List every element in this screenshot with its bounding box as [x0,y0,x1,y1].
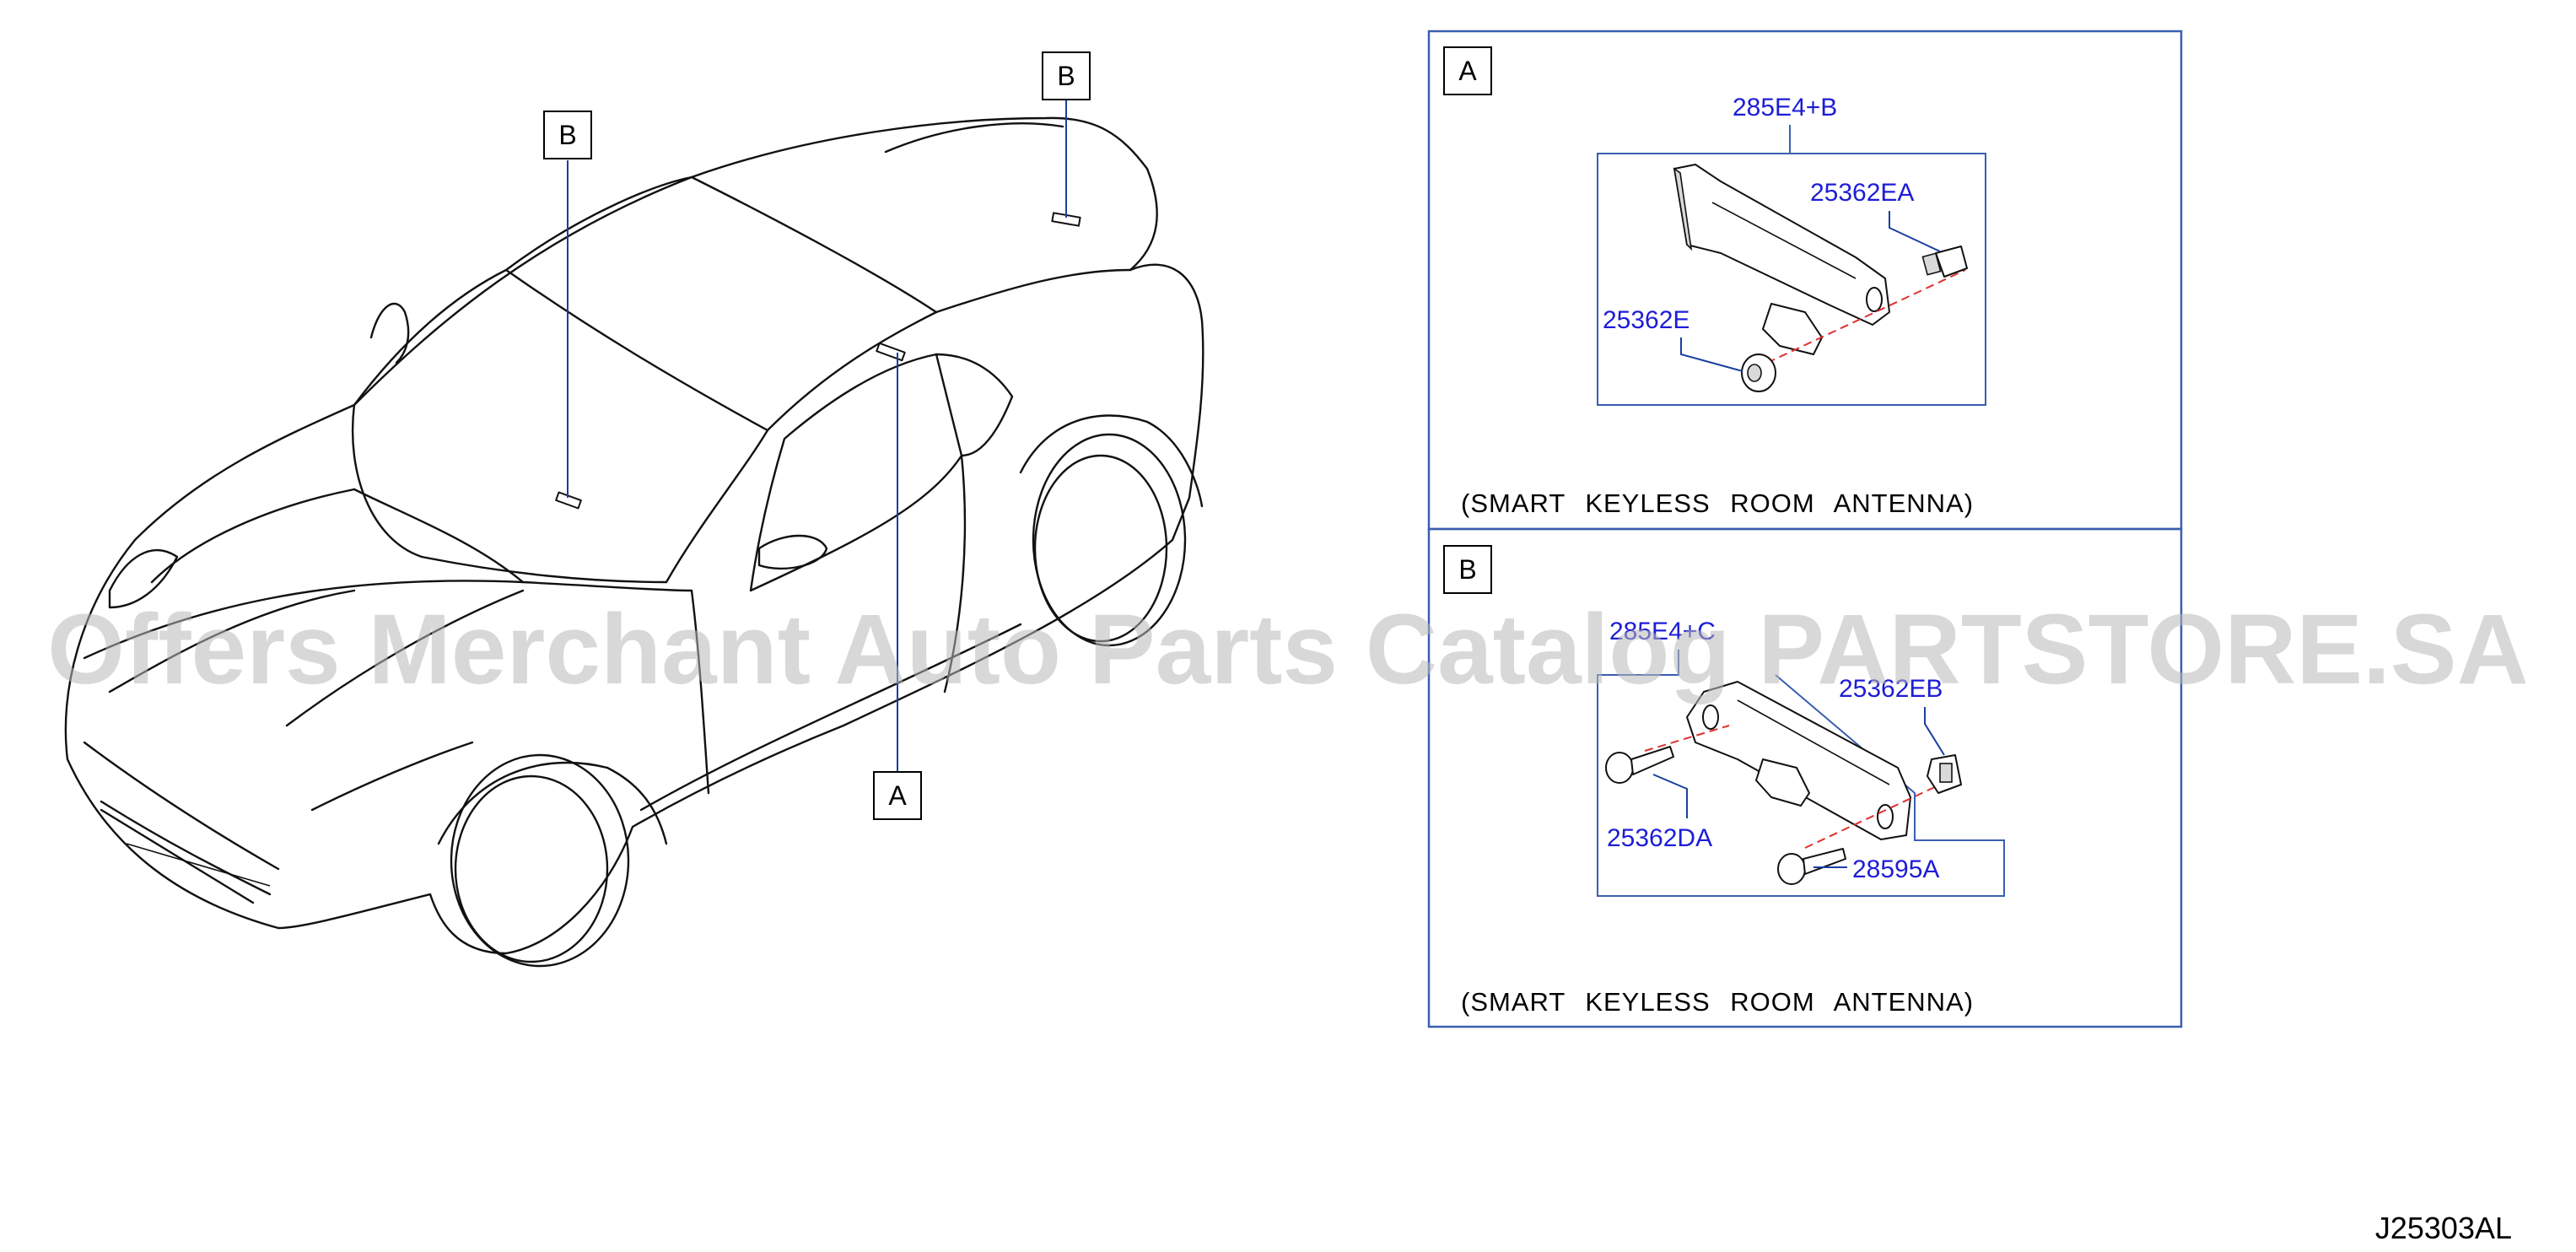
screw-part-b [1777,848,1846,885]
panel-b: B 285E4+C 25362EB 25362DA [1427,527,2183,1028]
panel-a-letter: A [1458,56,1477,86]
part-number-screw-b[interactable]: 28595A [1852,855,1939,883]
panel-a-letter-box [1443,46,1492,95]
antenna-bracket-a [1673,164,1890,355]
drawing-code: J25303AL [2375,1211,2512,1245]
part-number-bolt-b[interactable]: 25362DA [1607,824,1712,852]
caption-a: (SMART KEYLESS ROOM ANTENNA) [1461,488,1974,518]
caption-b: (SMART KEYLESS ROOM ANTENNA) [1461,987,1974,1017]
antenna-marker-middle [876,342,906,362]
group-number-a[interactable]: 285E4+B [1733,94,1837,121]
bolt-part-b [1605,746,1674,784]
panel-a: A 285E4+B 25362EA 25362E (SMART KEYLESS … [1427,30,2183,531]
panel-b-letter-box [1443,545,1492,594]
antenna-marker-front [555,491,582,510]
leader-grommet-a [1680,337,1743,372]
part-number-clip-b[interactable]: 25362EB [1839,675,1943,703]
part-number-clip-a[interactable]: 25362EA [1810,179,1914,207]
callout-rear-b[interactable]: B [1042,51,1091,100]
callout-letter: B [1057,61,1075,91]
center-line-a [1766,269,1966,364]
center-line-b1 [1644,725,1730,752]
group-number-b[interactable]: 285E4+C [1609,618,1716,645]
callout-front-b[interactable]: B [543,111,592,159]
antenna-bracket-b [1686,681,1911,840]
callout-a[interactable]: A [873,771,922,820]
callout-letter: B [558,120,576,150]
callout-letter: A [888,780,907,811]
center-line-b2 [1804,784,1941,849]
clip-part-b [1927,754,1962,794]
leader-clip-a [1889,211,1941,252]
leader-bolt-b [1652,774,1688,818]
car-illustration: B B A [64,51,1204,968]
grommet-part-a [1741,353,1776,392]
panel-b-letter: B [1458,554,1476,585]
group-frame-a [1597,153,1986,406]
clip-part-a [1921,246,1968,278]
leader-clip-b [1924,707,1945,756]
part-number-grommet-a[interactable]: 25362E [1603,306,1689,334]
watermark-text: Offers Merchant Auto Parts Catalog PARTS… [47,594,2529,705]
